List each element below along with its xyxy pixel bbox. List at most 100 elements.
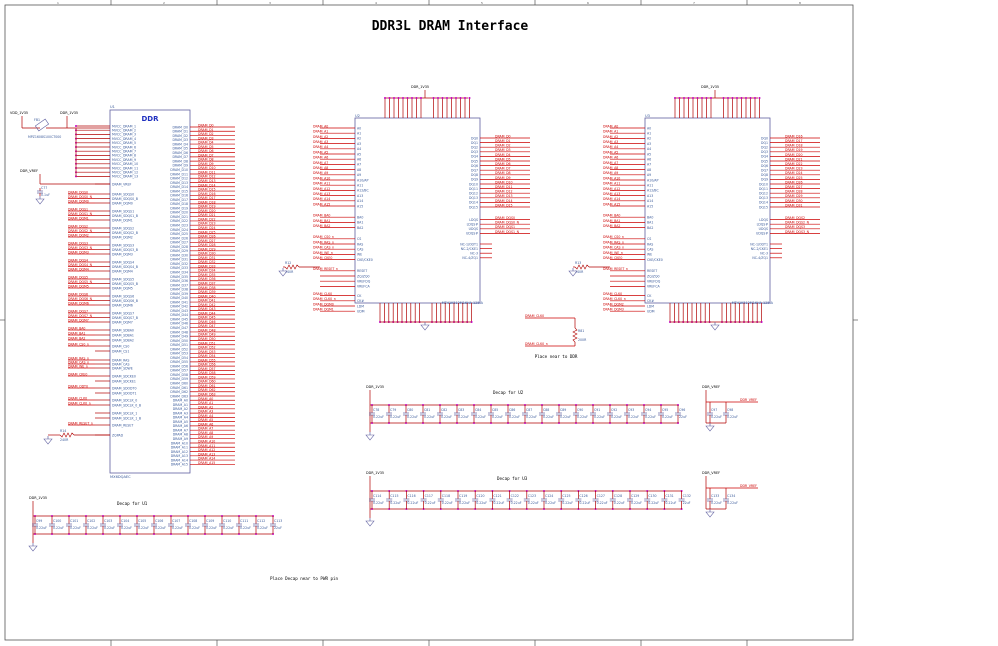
capacitor-ref: C126 — [579, 494, 587, 498]
u1-pin-name: DRAM_A10 — [171, 441, 188, 445]
junction-dot — [731, 97, 734, 99]
net-label: DRAM_BA1 — [603, 219, 620, 223]
net-label: DRAM_D47 — [198, 324, 216, 328]
net-label: DRAM_RAS_n — [313, 240, 334, 244]
capacitor-value: 0.22uF — [36, 526, 47, 530]
dram-pin-name: BA2 — [357, 226, 363, 230]
dram-pin-name: A15 — [647, 204, 653, 208]
net-label: DRAM_D44 — [198, 311, 216, 315]
junction-dot — [754, 97, 756, 99]
capacitor-value: 0.22uF — [476, 501, 487, 505]
net-label: DRAM_CAS_n — [603, 246, 624, 250]
ferrite-bead-icon — [34, 118, 50, 132]
capacitor-value: 0.22uF — [509, 415, 520, 419]
u1-pin-name: DRAM_A14 — [171, 458, 188, 462]
u1-pin-name: DRAM_CS1 — [112, 349, 129, 353]
capacitor-ref: C133 — [711, 494, 719, 498]
capacitor-value: 0.22uF — [727, 501, 738, 505]
junction-dot — [745, 97, 747, 99]
dram-pin-name: DQ4 — [471, 155, 478, 159]
ferrite-ref: FB1 — [34, 118, 40, 122]
capacitor-ref: C93 — [628, 408, 634, 412]
net-label: DRAM_BA0 — [603, 214, 620, 218]
dram-pin-name: DQ11 — [469, 187, 478, 191]
net-label: DRAM_DQM1 — [313, 308, 334, 312]
u1-pin-name: MVCC_DRAM_3 — [112, 133, 136, 137]
ground-icon — [705, 511, 715, 518]
ground-icon — [710, 324, 720, 331]
net-label: DRAM_D41 — [198, 299, 216, 303]
capacitor-value: 0.22uF — [597, 501, 608, 505]
capacitor-ref: C107 — [172, 519, 180, 523]
dram-pin-name: UDQS — [759, 227, 768, 231]
net-label: DRAM_DQM0 — [313, 302, 334, 306]
resistor-ref: R81 — [578, 329, 584, 333]
capacitor-ref: C99 — [36, 519, 42, 523]
net-label: DRAM_D20 — [198, 209, 216, 213]
u1-pin-name: DRAM_SDODT0 — [112, 386, 136, 390]
u1-pin-name: DRAM_D25 — [170, 232, 188, 236]
net-label: DRAM_D7 — [495, 167, 511, 171]
u1-pin-name: DRAM_D61 — [170, 386, 188, 390]
net-label: DDR_VREF — [740, 484, 757, 488]
u1-pin-name: DRAM_D1 — [172, 130, 188, 134]
junction-dot — [411, 97, 413, 99]
u1-pin-name: DRAM_A0 — [173, 399, 188, 403]
capacitor-ref: C98 — [727, 408, 733, 412]
net-label: DRAM_A6 — [603, 156, 618, 160]
capacitor-value: 0.1uF — [41, 193, 50, 197]
dram-pin-name: LDQS — [759, 218, 768, 222]
net-label: DRAM_CLK0 — [313, 292, 332, 296]
u1-pin-name: DRAM_D57 — [170, 369, 188, 373]
net-label: DRAM_DQS1 — [495, 225, 515, 229]
net-label: DDR_VREF — [740, 398, 757, 402]
net-label: DRAM_A4 — [603, 145, 618, 149]
net-label: DRAM_ODT0 — [68, 384, 88, 388]
net-label: DRAM_A0 — [313, 124, 328, 128]
net-label: DRAM_D10 — [495, 180, 513, 184]
zone-label: 6 — [587, 1, 589, 5]
u1-pin-name: DRAM_A1 — [173, 403, 188, 407]
dram-ref: U3 — [645, 114, 650, 118]
net-label: DRAM_A13 — [603, 192, 620, 196]
net-label: DRAM_RAS_n — [603, 240, 624, 244]
net-label: DRAM_BA0 — [68, 326, 85, 330]
net-label: DRAM_D45 — [198, 316, 216, 320]
u1-pin-name: DRAM_D15 — [170, 189, 188, 193]
capacitor-ref: C115 — [390, 494, 398, 498]
net-label: DRAM_D15 — [198, 188, 216, 192]
net-label: DRAM_DQM2 — [68, 233, 89, 237]
net-label: DRAM_CAS_n — [68, 360, 89, 364]
junction-dot — [674, 97, 676, 99]
junction-dot — [722, 97, 725, 99]
dram-pin-name: DQ2 — [471, 146, 478, 150]
dram-pin-name: A5 — [357, 152, 361, 156]
dram-pin-name: DQ0 — [761, 136, 768, 140]
net-label: DRAM_A2 — [313, 135, 328, 139]
net-label: DRAM_A8 — [198, 431, 213, 435]
power-net-label: DDR_1V35 — [366, 385, 384, 389]
net-label: DRAM_D52 — [198, 346, 216, 350]
u1-pin-name: DRAM_D20 — [170, 211, 188, 215]
dram-pin-name: DQ12 — [759, 192, 768, 196]
junction-dot — [710, 97, 712, 99]
zone-label: 5 — [481, 1, 483, 5]
u1-pin-name: DRAM_SDQS1 — [112, 209, 134, 213]
u1-pin-name: DRAM_CAS — [112, 362, 130, 366]
capacitor-value: 0.22uF — [223, 526, 234, 530]
net-label: DRAM_CAS_n — [313, 246, 334, 250]
net-label: DRAM_D21 — [785, 157, 803, 161]
dram-pin-name: RAS — [357, 242, 363, 246]
net-label: DRAM_D4 — [495, 153, 511, 157]
dram-body — [644, 117, 771, 304]
net-label: DRAM_D23 — [785, 167, 803, 171]
capacitor-ref: C95 — [662, 408, 668, 412]
dram-pin-name: A7 — [357, 163, 361, 167]
net-label: DRAM_DQS3_N — [68, 246, 93, 250]
u1-pin-name: MVCC_DRAM_6 — [112, 145, 136, 149]
net-label: DRAM_DQS2 — [68, 224, 88, 228]
capacitor-value: 0.22uF — [373, 415, 384, 419]
u1-pin-name: DRAM_SDQS6 — [112, 294, 134, 298]
net-label: DRAM_D27 — [198, 239, 216, 243]
